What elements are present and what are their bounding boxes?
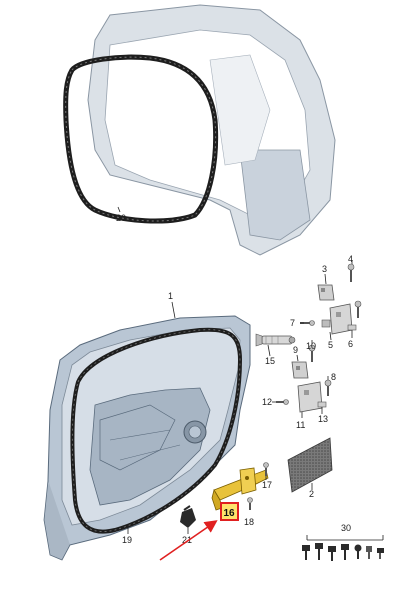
callout-8: 8 <box>331 372 336 382</box>
felt-pad-2 <box>287 437 333 493</box>
callout-6: 6 <box>348 339 353 349</box>
callout-9: 9 <box>293 345 298 355</box>
callout-12: 12 <box>262 397 272 407</box>
callout-17: 17 <box>262 480 272 490</box>
highlight-arrow <box>159 520 218 561</box>
upper-hinge <box>300 263 362 335</box>
callout-11: 11 <box>296 420 305 430</box>
callout-20: 20 <box>116 213 126 223</box>
callout-1: 1 <box>168 291 173 301</box>
callout-18: 18 <box>244 517 254 527</box>
callout-2: 2 <box>309 489 314 499</box>
fastener-set-30 <box>302 535 384 561</box>
door-shell <box>43 315 251 561</box>
callout-15: 15 <box>265 356 275 366</box>
callout-5: 5 <box>328 340 333 350</box>
callout-19: 19 <box>122 535 132 545</box>
body-side-frame <box>87 4 336 256</box>
callout-13: 13 <box>318 414 328 424</box>
clip-21 <box>180 505 196 528</box>
hinge-pin-15 <box>255 333 296 347</box>
callout-30: 30 <box>341 523 351 533</box>
lower-hinge <box>276 344 332 413</box>
door-check-16 <box>211 467 269 511</box>
callout-16-box <box>220 502 239 521</box>
callout-3: 3 <box>322 264 327 274</box>
callout-16: 16 <box>224 508 236 519</box>
callout-10: 10 <box>306 341 316 351</box>
callout-7: 7 <box>290 318 295 328</box>
callout-4: 4 <box>348 254 353 264</box>
callout-21: 21 <box>182 535 192 545</box>
